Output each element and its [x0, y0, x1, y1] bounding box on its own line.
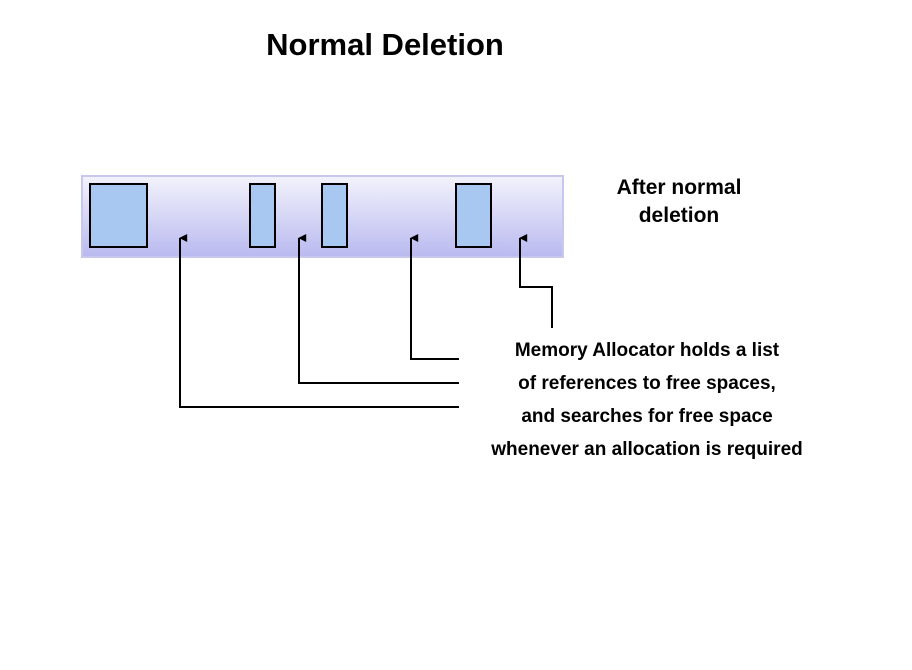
heap-state-label-line-1: After normal	[616, 176, 742, 199]
allocated-block-2	[249, 183, 276, 248]
allocated-block-4	[455, 183, 492, 248]
callout-line-2: of references to free spaces,	[518, 373, 776, 394]
heap-state-label-line-2: deletion	[638, 204, 720, 227]
free-space-reference-arrow-3	[410, 234, 459, 360]
free-space-reference-arrow-4	[519, 234, 553, 328]
free-space-reference-arrow-1	[179, 234, 459, 408]
free-space-reference-arrow-2	[298, 234, 459, 384]
slide-title: Normal Deletion	[266, 27, 504, 62]
allocated-block-1	[89, 183, 148, 248]
callout-line-3: and searches for free space	[521, 406, 773, 427]
heap-state-label: After normal deletion	[596, 174, 762, 230]
callout-line-1: Memory Allocator holds a list	[514, 340, 780, 361]
allocated-block-3	[321, 183, 348, 248]
callout-line-4: whenever an allocation is required	[491, 439, 803, 460]
memory-allocator-callout: Memory Allocator holds a list of referen…	[462, 334, 832, 466]
